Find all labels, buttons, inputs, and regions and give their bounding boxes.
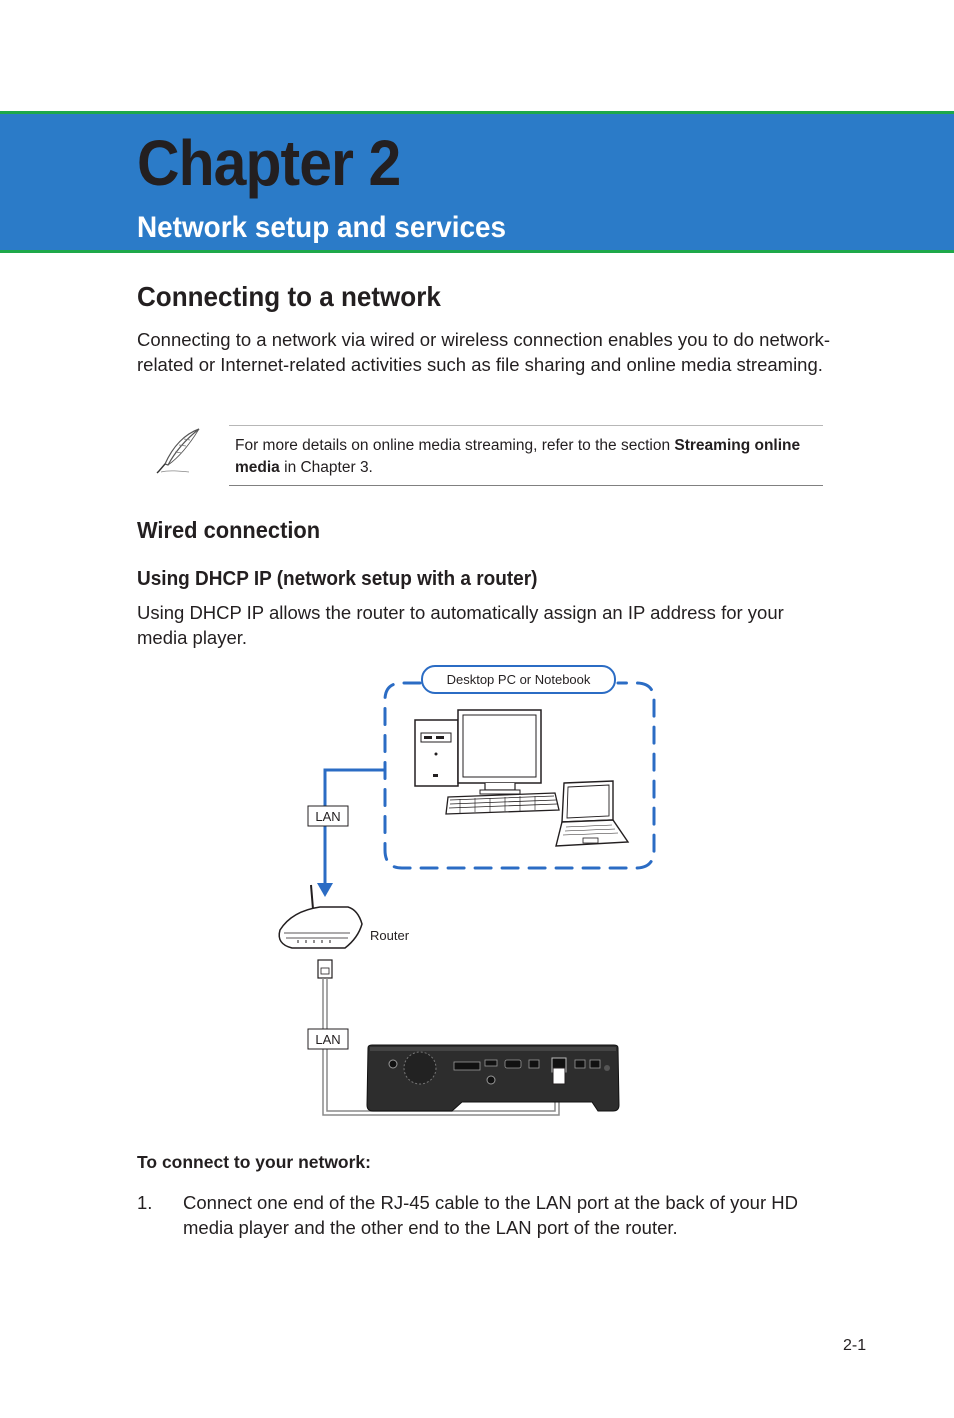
note-text-after: in Chapter 3. [279,459,373,476]
lan-label-top-box [307,805,349,827]
step-1-text: Connect one end of the RJ-45 cable to th… [183,1192,798,1238]
network-diagram: Desktop PC or Notebook LAN [278,665,656,1116]
composite-port-icon [589,1059,601,1069]
wired-heading: Wired connection [137,517,321,543]
note-box: For more details on online media streami… [229,425,823,486]
chapter-banner [0,111,954,253]
player-rj45-connector-icon [552,1067,566,1085]
note-text: For more details on online media streami… [235,435,815,479]
feather-pen-icon [156,428,200,474]
card-slot-icon [453,1061,481,1071]
note-text-before: For more details on online media streami… [235,437,675,454]
screw-icon [604,1065,610,1071]
link-arrowhead [317,883,333,897]
pc-group-outline [383,681,656,870]
monitor-icon [457,709,542,795]
pc-label-pill [421,665,616,694]
dhcp-subheading: Using DHCP IP (network setup with a rout… [137,568,538,590]
av-port-icon [574,1059,586,1069]
power-port-icon [388,1059,398,1069]
lan-label-top: LAN [315,809,340,824]
section-heading: Connecting to a network [137,281,441,312]
fan-vent-icon [403,1051,437,1085]
keyboard-icon [445,792,560,815]
media-player-back-panel [366,1044,620,1112]
chapter-subtitle: Network setup and services [137,211,507,244]
step-1-number: 1. [137,1192,153,1213]
lan-label-bottom: LAN [315,1032,340,1047]
dhcp-description: Using DHCP IP allows the router to autom… [137,602,784,648]
intro-paragraph: Connecting to a network via wired or wir… [137,329,831,375]
router-icon [278,884,363,949]
chapter-title: Chapter 2 [137,127,401,199]
router-label: Router [370,928,410,943]
pc-label: Desktop PC or Notebook [447,672,591,687]
desktop-tower-icon [414,719,459,787]
hdmi-port-icon [504,1059,522,1069]
note-link-reference: Streaming online media [235,437,801,476]
router-rj45-connector-icon [317,959,333,979]
notebook-icon [555,780,630,847]
optical-port-icon [528,1059,540,1069]
lan-label-bottom-box [307,1028,349,1050]
steps-heading: To connect to your network: [137,1152,371,1172]
usb-port-icon [484,1059,498,1067]
pc-to-router-link [323,768,385,885]
audio-port-icon [486,1075,496,1085]
page-number: 2-1 [843,1337,867,1354]
